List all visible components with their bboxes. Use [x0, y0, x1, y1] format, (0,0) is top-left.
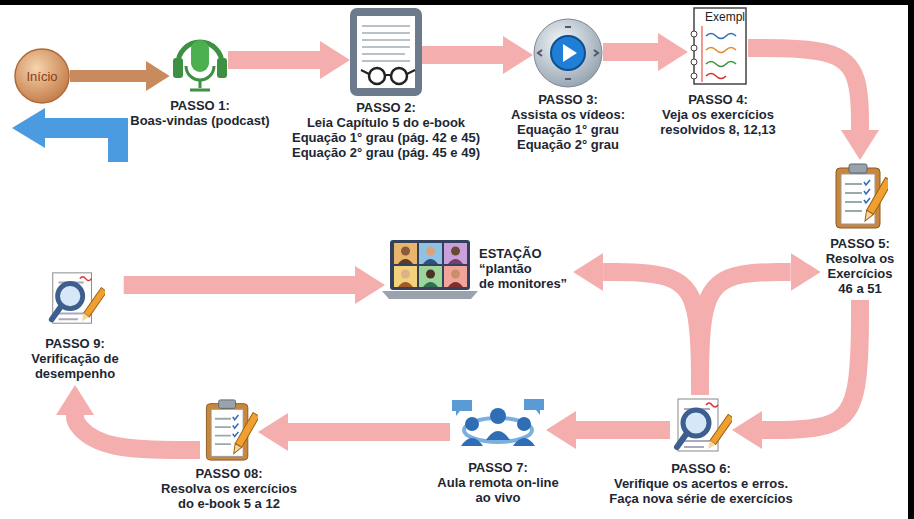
check-icon [677, 399, 734, 451]
video-icon [534, 19, 602, 87]
flow-arrow [762, 300, 860, 430]
start-button [15, 49, 69, 103]
step-text: desempenho [26, 366, 123, 381]
step-node: PASSO 5:Resolva osExercícios46 a 51 [821, 160, 900, 300]
step-text: Aula remota on-line [437, 475, 558, 490]
flow-arrow [576, 421, 670, 439]
live-class-icon [452, 399, 544, 446]
flow-arrow [124, 276, 355, 294]
step-node: PASSO 6:Verifique os acertos e erros.Faç… [670, 395, 732, 457]
step-text: Veja os exercícios [660, 107, 776, 122]
step-text: Equação 2° grau [511, 137, 625, 152]
frame-bar [908, 0, 914, 519]
step-caption: PASSO 08:Resolva os exercíciosdo e-book … [161, 462, 297, 511]
check-icon [52, 273, 107, 323]
exercise-icon [836, 164, 892, 228]
icon-space [821, 160, 900, 232]
step-text: ao vivo [437, 490, 558, 505]
start-button: Início [14, 48, 70, 104]
step-text: Resolva os exercícios [161, 481, 297, 496]
step-caption: PASSO 3:Assista os vídeos:Equação 1° gra… [511, 88, 625, 152]
icon-space [26, 266, 123, 332]
icon-label: Exempl [705, 10, 745, 24]
flow-arrow [422, 46, 503, 64]
step-caption: PASSO 2:Leia Capítulo 5 do e-bookEquação… [292, 96, 480, 160]
step-node: PASSO 08:Resolva os exercíciosdo e-book … [200, 398, 258, 462]
step-heading: PASSO 9: [26, 336, 123, 351]
step-node: PASSO 7:Aula remota on-lineao vivo [450, 398, 546, 456]
step-text: Equação 1° grau [511, 122, 625, 137]
icon-space [385, 236, 471, 300]
step-node: PASSO 2:Leia Capítulo 5 do e-bookEquação… [350, 8, 422, 96]
step-caption: PASSO 4:Veja os exercíciosresolvidos 8, … [660, 88, 776, 137]
step-text: “plantão [479, 261, 567, 276]
step-text: de monitores” [479, 276, 567, 291]
step-heading: PASSO 7: [437, 460, 558, 475]
step-heading: ESTAÇÃO [479, 246, 567, 261]
step-text: Equação 2° grau (pág. 45 e 49) [292, 145, 480, 160]
frame-bar [0, 0, 914, 5]
step-node: PASSO 9:Verificação dedesempenho [26, 266, 123, 385]
flow-arrow [288, 423, 450, 441]
step-text: Verificação de [26, 351, 123, 366]
flow-arrow [75, 415, 200, 450]
flow-arrow [603, 43, 658, 61]
step-heading: Início [26, 69, 57, 84]
step-node: PASSO 1:Boas-vindas (podcast) [172, 28, 228, 94]
step-text: Faça nova série de exercícios [609, 491, 793, 506]
step-node: PASSO 3:Assista os vídeos:Equação 1° gra… [533, 18, 603, 88]
monitor-station-icon [382, 240, 478, 299]
ebook-icon [350, 8, 422, 96]
flow-arrow [700, 272, 791, 395]
step-text: Equação 1° grau (pág. 42 e 45) [292, 130, 480, 145]
flow-arrow [70, 70, 146, 82]
flow-arrow [228, 51, 320, 69]
step-heading: PASSO 4: [660, 92, 776, 107]
podcast-icon [173, 40, 227, 90]
step-text: 46 a 51 [821, 281, 900, 296]
step-caption: PASSO 1:Boas-vindas (podcast) [130, 94, 269, 128]
station-node: ESTAÇÃO“plantãode monitores” [385, 236, 573, 300]
step-caption: PASSO 9:Verificação dedesempenho [26, 332, 123, 385]
step-heading: PASSO 5: [821, 236, 900, 251]
step-caption: ESTAÇÃO“plantãode monitores” [471, 246, 573, 291]
step-text: Boas-vindas (podcast) [130, 113, 269, 128]
flow-arrow [603, 272, 700, 395]
step-heading: PASSO 3: [511, 92, 625, 107]
step-text: Leia Capítulo 5 do e-book [292, 115, 480, 130]
step-text: Resolva os [821, 251, 900, 266]
step-caption: PASSO 6:Verifique os acertos e erros.Faç… [609, 457, 793, 506]
step-text: Exercícios [821, 266, 900, 281]
step-heading: PASSO 2: [292, 100, 480, 115]
step-heading: PASSO 1: [130, 98, 269, 113]
return-arrow [12, 108, 118, 162]
exercise-icon [206, 400, 259, 460]
step-heading: PASSO 6: [609, 461, 793, 476]
step-caption: PASSO 5:Resolva osExercícios46 a 51 [821, 232, 900, 300]
step-text: Assista os vídeos: [511, 107, 625, 122]
step-text: do e-book 5 a 12 [161, 496, 297, 511]
step-heading: PASSO 08: [161, 466, 297, 481]
step-text: resolvidos 8, 12,13 [660, 122, 776, 137]
worked-examples-icon [691, 8, 746, 84]
step-caption: PASSO 7:Aula remota on-lineao vivo [437, 456, 558, 505]
step-text: Verifique os acertos e erros. [609, 476, 793, 491]
